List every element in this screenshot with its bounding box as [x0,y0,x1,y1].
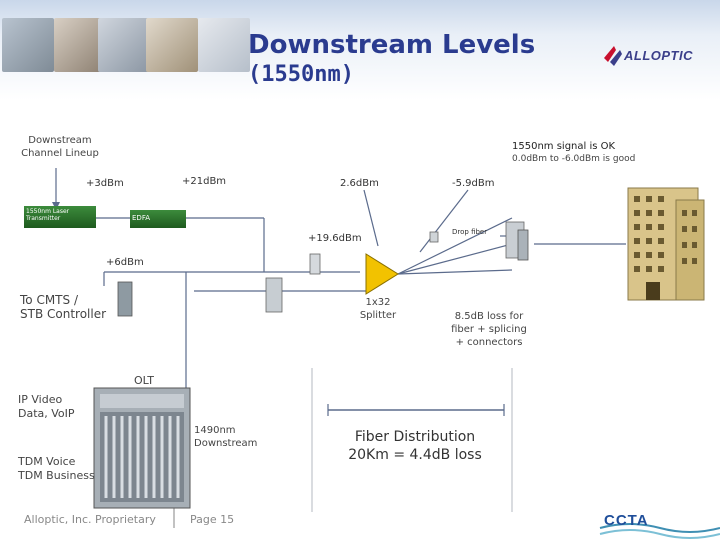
footer-company: Alloptic, Inc. Proprietary [24,513,156,526]
header-photo-2 [54,18,106,72]
signal-ok-range-label: 0.0dBm to -6.0dBm is good [512,154,636,164]
signal-ok-label: 1550nm signal is OK [512,141,616,152]
header-photo-4 [146,18,198,72]
transmitter-label: 1550nm Laser Transmitter [26,208,70,222]
footer-page: Page 15 [190,513,235,526]
splitter-label: 1x32 Splitter [359,297,397,321]
level-plus21: +21dBm [182,176,227,187]
level-minus5-9: -5.9dBm [452,178,495,189]
edfa-box: EDFA [130,210,186,228]
header-photo-5 [198,18,250,72]
tdm-label: TDM Voice TDM Business [18,455,95,482]
cmts-label: To CMTS / STB Controller [20,293,107,321]
header-photo-1 [2,18,54,72]
level-plus3: +3dBm [86,178,124,189]
logo-text: ALLOPTIC [624,48,693,63]
level-2-6: 2.6dBm [340,178,379,189]
alloptic-logo-icon [604,46,622,66]
ccta-logo-text: CCTA [604,512,649,529]
drop-fiber-label: Drop fiber [452,228,488,236]
page-subtitle: (1550nm) [248,62,354,87]
laser-transmitter-box: 1550nm Laser Transmitter [24,206,96,228]
fiber-distribution-label: Fiber Distribution 20Km = 4.4dB loss [348,429,482,463]
loss-note-label: 8.5dB loss for fiber + splicing + connec… [451,311,527,348]
building-icon [627,187,705,301]
olt-chassis [93,387,191,509]
level-plus6: +6dBm [106,257,144,268]
ip-video-label: IP Video Data, VoIP [18,393,75,420]
downstream-1490-label: 1490nm Downstream [194,425,258,449]
edfa-label: EDFA [132,214,150,222]
header-photo-3 [98,18,150,72]
page-title: Downstream Levels [248,30,536,60]
level-plus19-6: +19.6dBm [308,233,362,244]
splitter-triangle [365,253,399,295]
olt-label: OLT [134,374,154,387]
channel-lineup-label: Downstream Channel Lineup [21,135,99,159]
